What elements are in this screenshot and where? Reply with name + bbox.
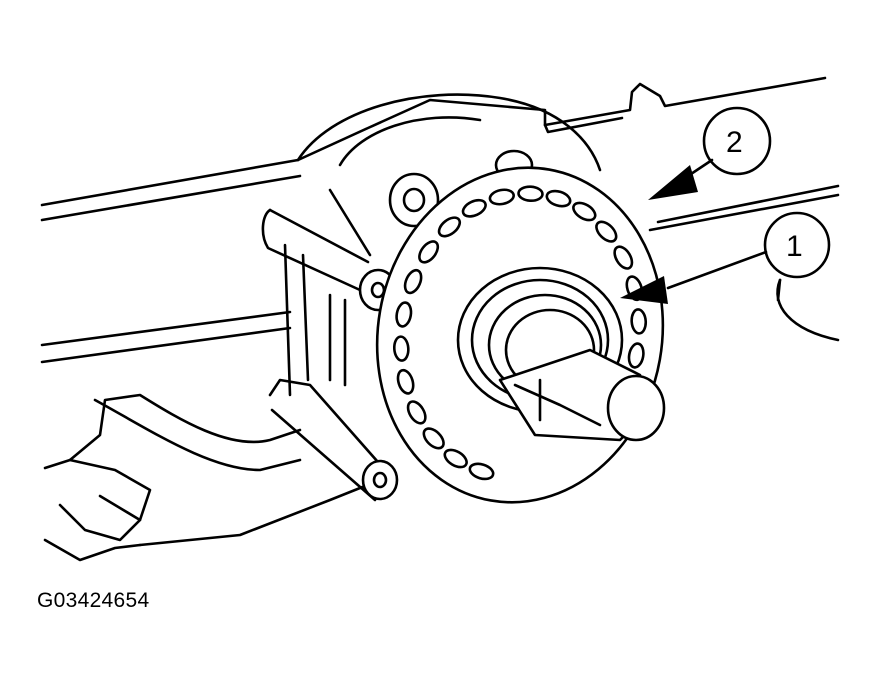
wheel-slot [395,301,413,328]
wheel-slot [396,368,415,395]
wheel-slot [517,185,544,203]
puller-tool [261,149,534,502]
wheel-slot [437,216,462,238]
wheel-slot [422,427,445,450]
wheel-slot [418,240,440,264]
wheel-slot [392,335,410,362]
crank-hub [456,266,666,442]
wheel-slot [468,462,495,481]
wheel-slot [545,189,572,208]
callout-1: 1 [620,211,831,304]
engine-housing [40,76,840,364]
figure-id: G03424654 [37,589,150,612]
wheel-slot [461,198,487,218]
lower-bracket [43,393,382,562]
wheel-slot [613,245,634,270]
wheel-slot [443,448,468,469]
callout-1-arrow [620,276,668,304]
callout-1-label: 1 [786,230,803,263]
callout-2-label: 2 [726,126,743,159]
wheel-slot [403,268,423,295]
wheel-slot [488,188,515,206]
callout-2-arrow [648,165,698,200]
callout-2-circle [702,106,772,176]
wheel-slot [595,220,618,243]
callout-1-circle [763,211,831,279]
wheel-slot [572,201,597,222]
wheel-slot [406,400,427,425]
callout-2: 2 [648,106,772,200]
wheel-slot [630,308,648,335]
wheel-slot [627,342,645,369]
